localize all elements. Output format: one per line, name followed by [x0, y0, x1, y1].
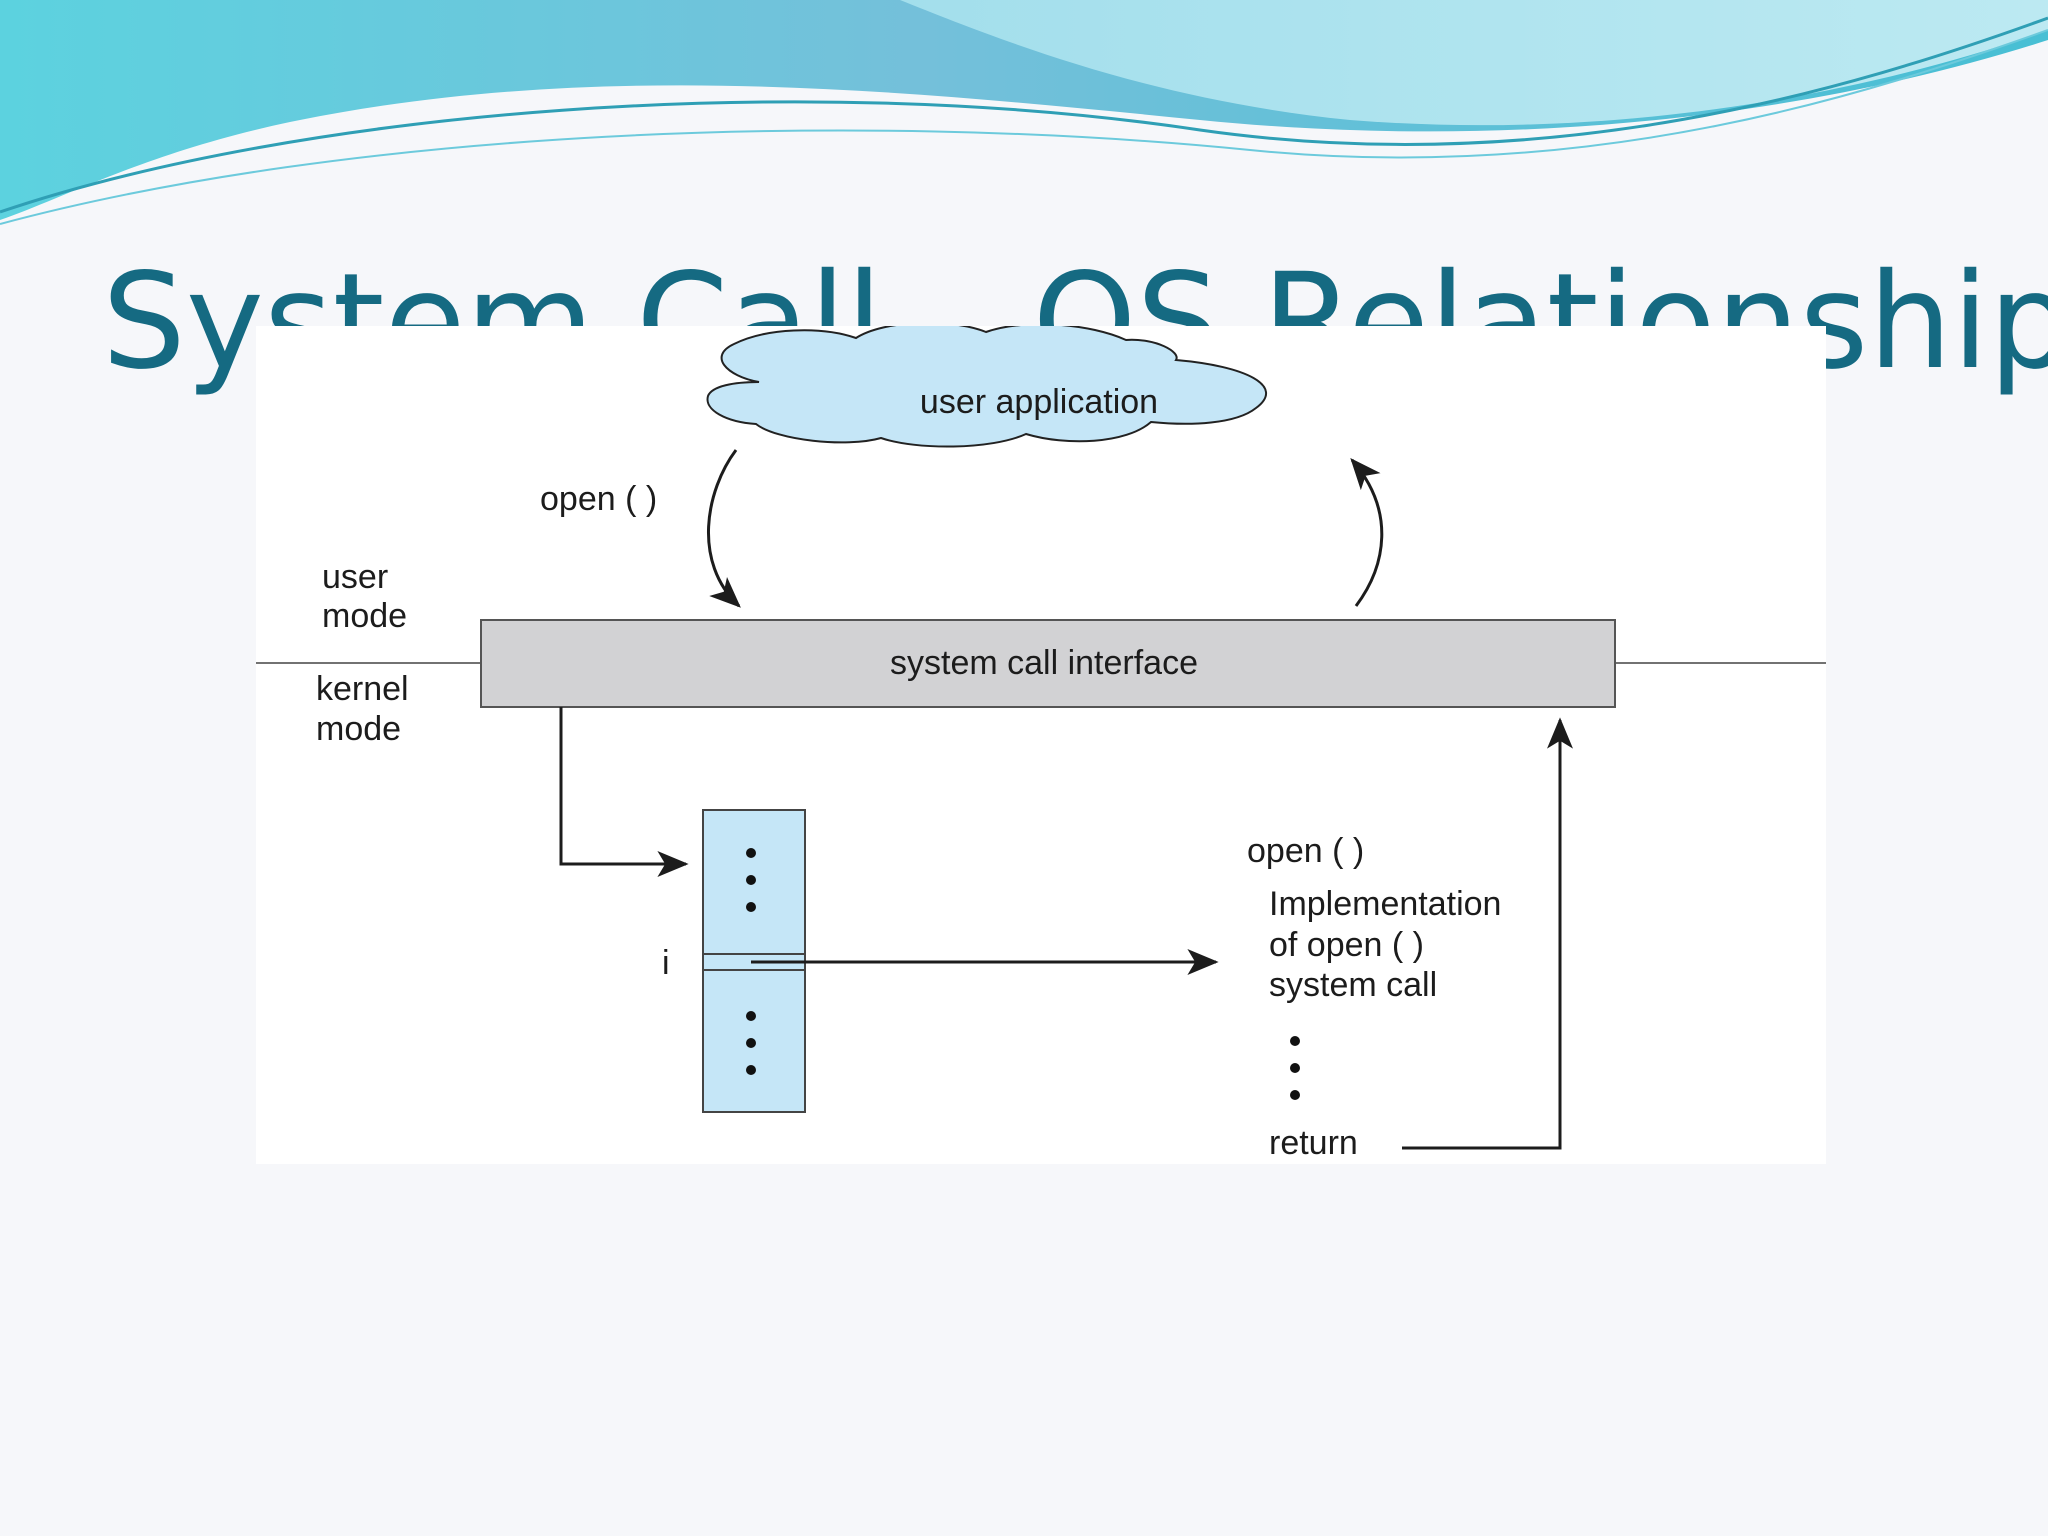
implementation-line-3: system call — [1269, 966, 1437, 1004]
system-call-interface-bar: system call interface — [480, 619, 1616, 708]
implementation-ellipsis — [1290, 1036, 1300, 1100]
return-to-app-arrow — [1350, 458, 1384, 607]
user-mode-label-line1: user — [322, 558, 388, 596]
user-mode-label-line2: mode — [322, 597, 407, 635]
return-label: return — [1269, 1124, 1358, 1162]
call-arrow — [707, 449, 741, 608]
figure-background — [256, 326, 1826, 1164]
user-application-cloud: user application — [706, 326, 1268, 448]
implementation-line-1: Implementation — [1269, 885, 1501, 923]
header-wave-banner — [0, 0, 2048, 225]
system-call-diagram: user application open ( ) user mode kern… — [256, 326, 1826, 1164]
dispatch-arrow — [559, 707, 689, 877]
implementation-header: open ( ) — [1247, 832, 1364, 870]
table-ellipsis-bottom — [746, 1011, 756, 1075]
call-label: open ( ) — [540, 480, 657, 518]
system-call-interface-label: system call interface — [890, 644, 1198, 682]
kernel-mode-label-line2: mode — [316, 710, 401, 748]
table-ellipsis-top — [746, 848, 756, 912]
open-implementation-block: open ( ) Implementation of open ( ) syst… — [1247, 832, 1501, 1162]
implementation-line-2: of open ( ) — [1269, 926, 1424, 964]
kernel-mode-label-line1: kernel — [316, 670, 409, 708]
user-application-label: user application — [920, 383, 1158, 421]
return-arrow — [1402, 717, 1573, 1150]
table-index-label: i — [662, 944, 670, 982]
